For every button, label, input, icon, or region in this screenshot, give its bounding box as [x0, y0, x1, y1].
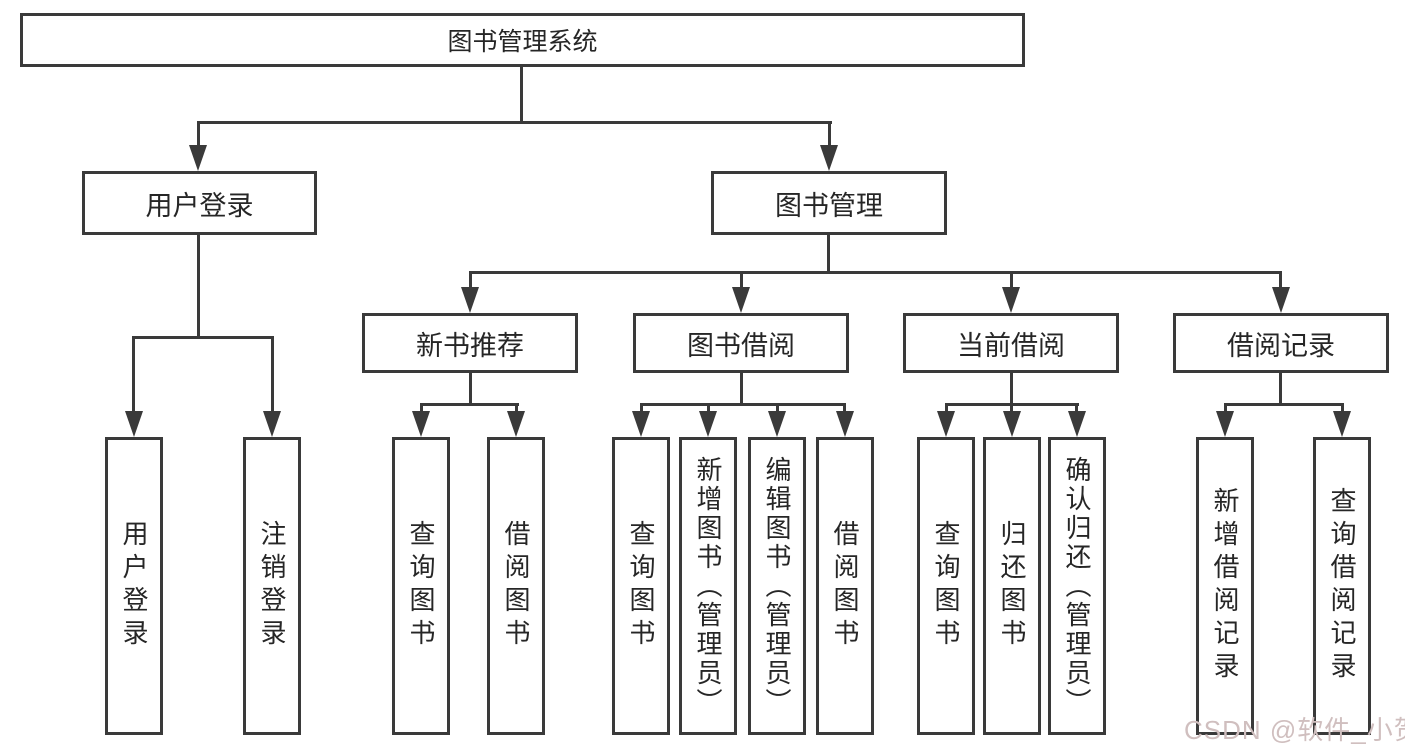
- connector-arrow: [461, 287, 479, 313]
- leaf-query-borrow-record: 查询借阅记录: [1313, 437, 1371, 735]
- connector-line: [469, 271, 472, 289]
- connector-line: [1224, 403, 1344, 406]
- node-label: 用户登录: [145, 190, 254, 221]
- connector-line: [1341, 403, 1344, 413]
- node-label: 新增借阅记录: [1210, 487, 1240, 685]
- connector-arrow: [1003, 411, 1021, 437]
- node-label: 图书管理: [775, 190, 883, 221]
- connector-line: [1224, 403, 1227, 413]
- connector-line: [1010, 372, 1013, 405]
- connector-arrow: [632, 411, 650, 437]
- connector-line: [197, 121, 832, 124]
- node-label: 查询借阅记录: [1327, 487, 1357, 685]
- connector-line: [707, 403, 710, 413]
- node-book-management: 图书管理: [711, 171, 947, 235]
- connector-line: [1279, 372, 1282, 405]
- leaf-user-login: 用户登录: [105, 437, 163, 735]
- connector-arrow: [1002, 287, 1020, 313]
- node-label: 借阅图书: [501, 520, 531, 652]
- node-user-login: 用户登录: [82, 171, 317, 235]
- connector-arrow: [412, 411, 430, 437]
- node-label: 归还图书: [997, 520, 1027, 652]
- connector-line: [640, 403, 643, 413]
- connector-arrow: [1068, 411, 1086, 437]
- connector-arrow: [1272, 287, 1290, 313]
- connector-line: [469, 271, 1282, 274]
- connector-line: [640, 403, 846, 406]
- connector-line: [827, 233, 830, 273]
- connector-arrow: [768, 411, 786, 437]
- connector-line: [271, 336, 274, 414]
- node-label: 注销登录: [257, 520, 287, 652]
- node-label: 新增图书（管理员）: [693, 455, 723, 717]
- leaf-confirm-return-admin: 确认归还（管理员）: [1048, 437, 1106, 735]
- connector-line: [1010, 403, 1013, 413]
- connector-line: [132, 336, 274, 339]
- leaf-logout: 注销登录: [243, 437, 301, 735]
- leaf-borrow-books-recommend: 借阅图书: [487, 437, 545, 735]
- node-label: 用户登录: [119, 520, 149, 652]
- csdn-watermark: CSDN @软件_小贺同学: [1184, 715, 1405, 745]
- leaf-add-borrow-record: 新增借阅记录: [1196, 437, 1254, 735]
- node-label: 图书管理系统: [447, 28, 598, 56]
- connector-arrow: [1216, 411, 1234, 437]
- connector-arrow: [836, 411, 854, 437]
- leaf-query-books-current: 查询图书: [917, 437, 975, 735]
- connector-line: [1075, 403, 1078, 413]
- connector-line: [843, 403, 846, 413]
- connector-arrow: [125, 411, 143, 437]
- connector-line: [776, 403, 779, 413]
- leaf-borrow-books-borrowing: 借阅图书: [816, 437, 874, 735]
- connector-line: [520, 67, 523, 123]
- leaf-edit-book-admin: 编辑图书（管理员）: [748, 437, 806, 735]
- node-label: 新书推荐: [416, 330, 524, 361]
- node-label: 查询图书: [626, 520, 656, 652]
- connector-line: [740, 372, 743, 405]
- connector-line: [515, 403, 518, 413]
- node-library-management-system: 图书管理系统: [20, 13, 1025, 67]
- connector-line: [469, 372, 472, 405]
- connector-arrow: [507, 411, 525, 437]
- node-borrowing-records: 借阅记录: [1173, 313, 1389, 373]
- connector-line: [945, 403, 948, 413]
- node-label: 当前借阅: [957, 330, 1065, 361]
- connector-line: [740, 271, 743, 289]
- node-label: 借阅图书: [830, 520, 860, 652]
- connector-line: [1010, 271, 1013, 289]
- node-label: 编辑图书（管理员）: [762, 455, 792, 717]
- connector-line: [1279, 271, 1282, 289]
- connector-arrow: [699, 411, 717, 437]
- leaf-query-books-recommend: 查询图书: [392, 437, 450, 735]
- connector-line: [197, 233, 200, 338]
- node-label: 查询图书: [406, 520, 436, 652]
- connector-line: [132, 336, 135, 414]
- connector-line: [420, 403, 519, 406]
- node-label: 确认归还（管理员）: [1062, 455, 1092, 717]
- node-book-borrowing: 图书借阅: [633, 313, 849, 373]
- node-label: 图书借阅: [687, 330, 795, 361]
- node-label: 借阅记录: [1227, 330, 1335, 361]
- connector-arrow: [189, 145, 207, 171]
- leaf-return-book: 归还图书: [983, 437, 1041, 735]
- connector-line: [197, 121, 200, 149]
- node-current-borrowing: 当前借阅: [903, 313, 1119, 373]
- leaf-add-book-admin: 新增图书（管理员）: [679, 437, 737, 735]
- connector-arrow: [1333, 411, 1351, 437]
- node-new-book-recommendation: 新书推荐: [362, 313, 578, 373]
- connector-arrow: [820, 145, 838, 171]
- connector-arrow: [263, 411, 281, 437]
- connector-arrow: [937, 411, 955, 437]
- connector-line: [828, 121, 831, 149]
- leaf-query-books-borrowing: 查询图书: [612, 437, 670, 735]
- connector-arrow: [732, 287, 750, 313]
- connector-line: [420, 403, 423, 413]
- node-label: 查询图书: [931, 520, 961, 652]
